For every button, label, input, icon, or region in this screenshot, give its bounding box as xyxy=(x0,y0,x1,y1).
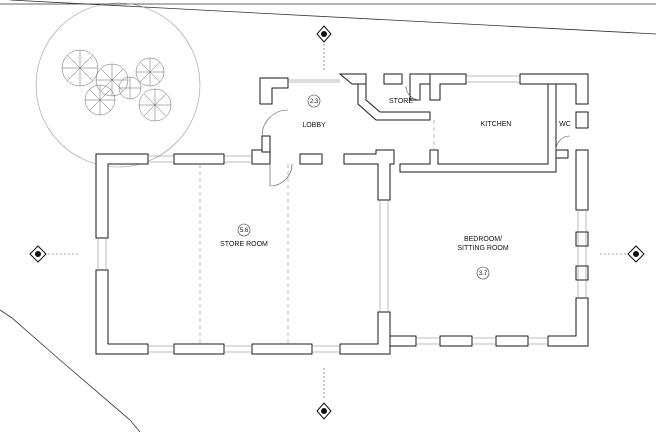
room-wc: WC xyxy=(559,121,571,128)
store-label: STORE xyxy=(389,98,413,105)
store-room-label: STORE ROOM xyxy=(220,241,268,248)
walls xyxy=(95,73,589,355)
bedroom-tag: 3.7 xyxy=(479,271,488,277)
room-store: STORE xyxy=(389,98,413,105)
bedroom-label-line2: SITTING ROOM xyxy=(457,245,509,252)
tree-canopy xyxy=(35,2,201,168)
room-store-room: 5.6 STORE ROOM xyxy=(220,223,268,248)
lobby-label: LOBBY xyxy=(302,122,326,129)
section-marker-bottom xyxy=(316,368,332,420)
section-marker-top xyxy=(316,25,332,70)
room-kitchen: KITCHEN xyxy=(481,121,512,128)
store-room-tag: 5.6 xyxy=(240,228,249,234)
wc-label: WC xyxy=(559,121,571,128)
bedroom-label-line1: BEDROOM/ xyxy=(464,236,502,243)
kitchen-label: KITCHEN xyxy=(481,121,512,128)
section-marker-left xyxy=(29,245,78,263)
room-lobby: 2.3 LOBBY xyxy=(302,94,326,129)
room-bedroom: BEDROOM/ SITTING ROOM 3.7 xyxy=(457,236,509,280)
partitions xyxy=(199,85,571,344)
section-marker-right xyxy=(600,245,645,263)
glazing xyxy=(97,75,587,353)
lobby-tag: 2.3 xyxy=(310,99,319,105)
